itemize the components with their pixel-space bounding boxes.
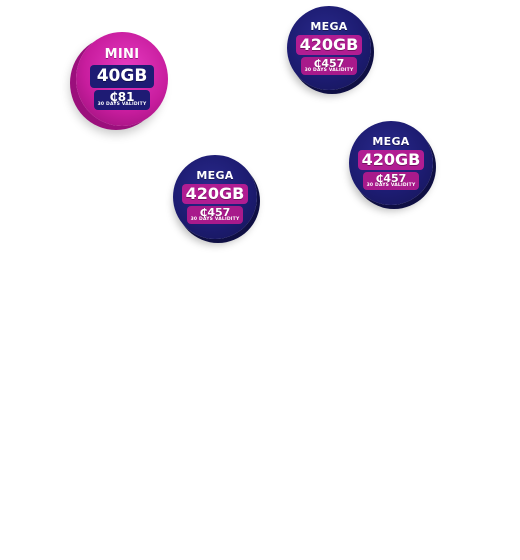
bundle-price-badge: ₵457 30 DAYS VALIDITY [362, 171, 420, 191]
bundle-tier-label: MINI [104, 47, 140, 63]
bundle-data-amount: 420GB [181, 183, 249, 204]
bundle-data-amount: 40GB [89, 65, 155, 89]
bundle-coin-mega-center: MEGA 420GB ₵457 30 DAYS VALIDITY [173, 155, 257, 239]
bundle-tier-label: MEGA [196, 168, 234, 182]
bundle-price-badge: ₵81 30 DAYS VALIDITY [93, 90, 151, 110]
bundle-price: ₵457 [199, 205, 231, 219]
bundle-validity: 30 DAYS VALIDITY [304, 67, 354, 73]
bundle-validity: 30 DAYS VALIDITY [366, 182, 416, 188]
bundle-data-amount: 420GB [295, 34, 363, 55]
bundle-price-badge: ₵457 30 DAYS VALIDITY [186, 205, 244, 225]
bundle-price-badge: ₵457 30 DAYS VALIDITY [300, 56, 358, 76]
bundle-data-amount: 420GB [357, 149, 425, 170]
bundle-validity: 30 DAYS VALIDITY [190, 216, 240, 222]
bundle-price: ₵457 [375, 171, 407, 185]
bundle-coin-mini: MINI 40GB ₵81 30 DAYS VALIDITY [76, 32, 168, 126]
bundle-coin-mega-right: MEGA 420GB ₵457 30 DAYS VALIDITY [349, 121, 433, 205]
bundle-validity: 30 DAYS VALIDITY [97, 102, 147, 108]
bundle-coin-mega-top: MEGA 420GB ₵457 30 DAYS VALIDITY [287, 6, 371, 90]
bundle-price: ₵81 [109, 90, 135, 105]
bundle-price: ₵457 [313, 56, 345, 70]
bundle-tier-label: MEGA [310, 19, 348, 33]
bundle-tier-label: MEGA [372, 134, 410, 148]
